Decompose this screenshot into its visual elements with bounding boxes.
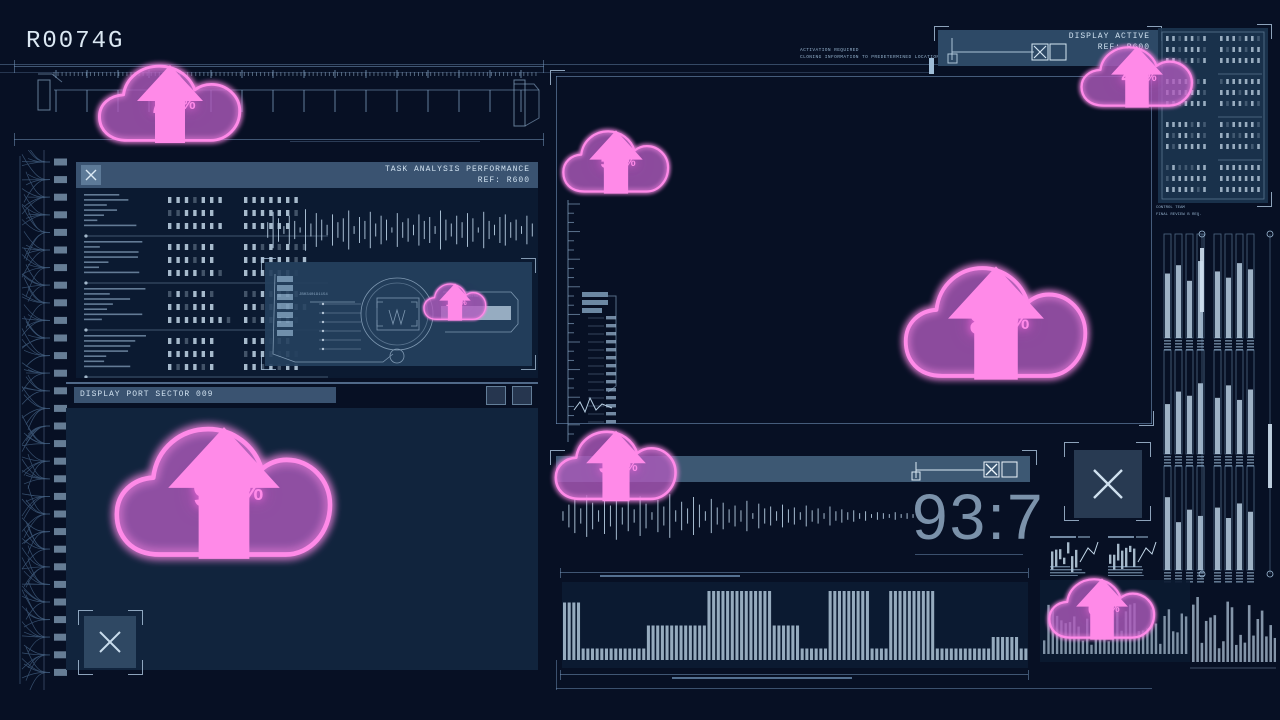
mini-chart-widgets: [1050, 536, 1157, 576]
display-port-title: DISPLAY PORT SECTOR 009: [80, 390, 214, 399]
task-analysis-ref: REF: R600: [477, 176, 530, 185]
display-port-header: [74, 387, 336, 403]
big-close-button[interactable]: [1074, 450, 1142, 518]
cloud-upload-indicator: 61%: [1046, 576, 1158, 642]
cloud-value: 57%: [560, 128, 672, 196]
control-team-line1: CONTROL TEAM: [1156, 206, 1185, 210]
cloud-percent-unit: %: [460, 297, 467, 307]
task-analysis-header: [76, 162, 538, 188]
center-vertical-scale: [567, 200, 617, 442]
histogram-grid: [562, 582, 1028, 668]
counter-value: 93:7: [912, 481, 1045, 553]
cloud-value: 85%: [900, 262, 1092, 384]
cloud-value: 74%: [95, 62, 245, 146]
activation-notice-line2: CLONING INFORMATION TO PREDETERMINED LOC…: [800, 55, 940, 60]
cloud-upload-indicator: 16%: [422, 282, 488, 322]
cloud-percent-unit: %: [1109, 603, 1120, 615]
cloud-value: 38%: [552, 428, 680, 504]
cloud-upload-indicator: 57%: [560, 128, 672, 196]
display-port-btn-1[interactable]: [486, 386, 506, 405]
cloud-upload-indicator: 74%: [95, 62, 245, 146]
waveform-top-chart: [267, 209, 533, 251]
cloud-value: 16%: [422, 282, 488, 322]
display-port-btn-2[interactable]: [512, 386, 532, 405]
page-title: R0074G: [26, 28, 125, 55]
right-level-meters[interactable]: [1158, 228, 1280, 584]
cloud-upload-indicator: 38%: [552, 428, 680, 504]
control-team-line2: FINAL REVIEW B REQ.: [1156, 213, 1202, 217]
activation-notice-line1: ACTIVATION REQUIRED: [800, 48, 859, 53]
display-port-close-button[interactable]: [84, 616, 136, 668]
cloud-percent-unit: %: [624, 155, 636, 169]
cloud-value: 61%: [1046, 576, 1158, 642]
left-circuit-strip: [19, 150, 67, 690]
task-analysis-close-button[interactable]: [81, 165, 101, 185]
diagram-panel: JB0340191154 SCANNING: [261, 258, 536, 370]
task-analysis-title: TASK ANALYSIS PERFORMANCE: [384, 165, 530, 174]
right-data-grid: [1158, 28, 1268, 203]
diagram-label: JB0340191154: [299, 293, 328, 297]
cloud-percent-unit: %: [1145, 70, 1157, 84]
cloud-upload-indicator: 99%: [110, 422, 338, 564]
cloud-value: 41%: [1078, 44, 1196, 110]
far-right-bars: [1190, 597, 1276, 669]
display-active-title: DISPLAY ACTIVE: [1068, 32, 1150, 41]
cloud-upload-indicator: 41%: [1078, 44, 1196, 110]
waveform-bottom-chart: [562, 492, 914, 540]
cloud-upload-indicator: 85%: [900, 262, 1092, 384]
cloud-value: 99%: [110, 422, 338, 564]
